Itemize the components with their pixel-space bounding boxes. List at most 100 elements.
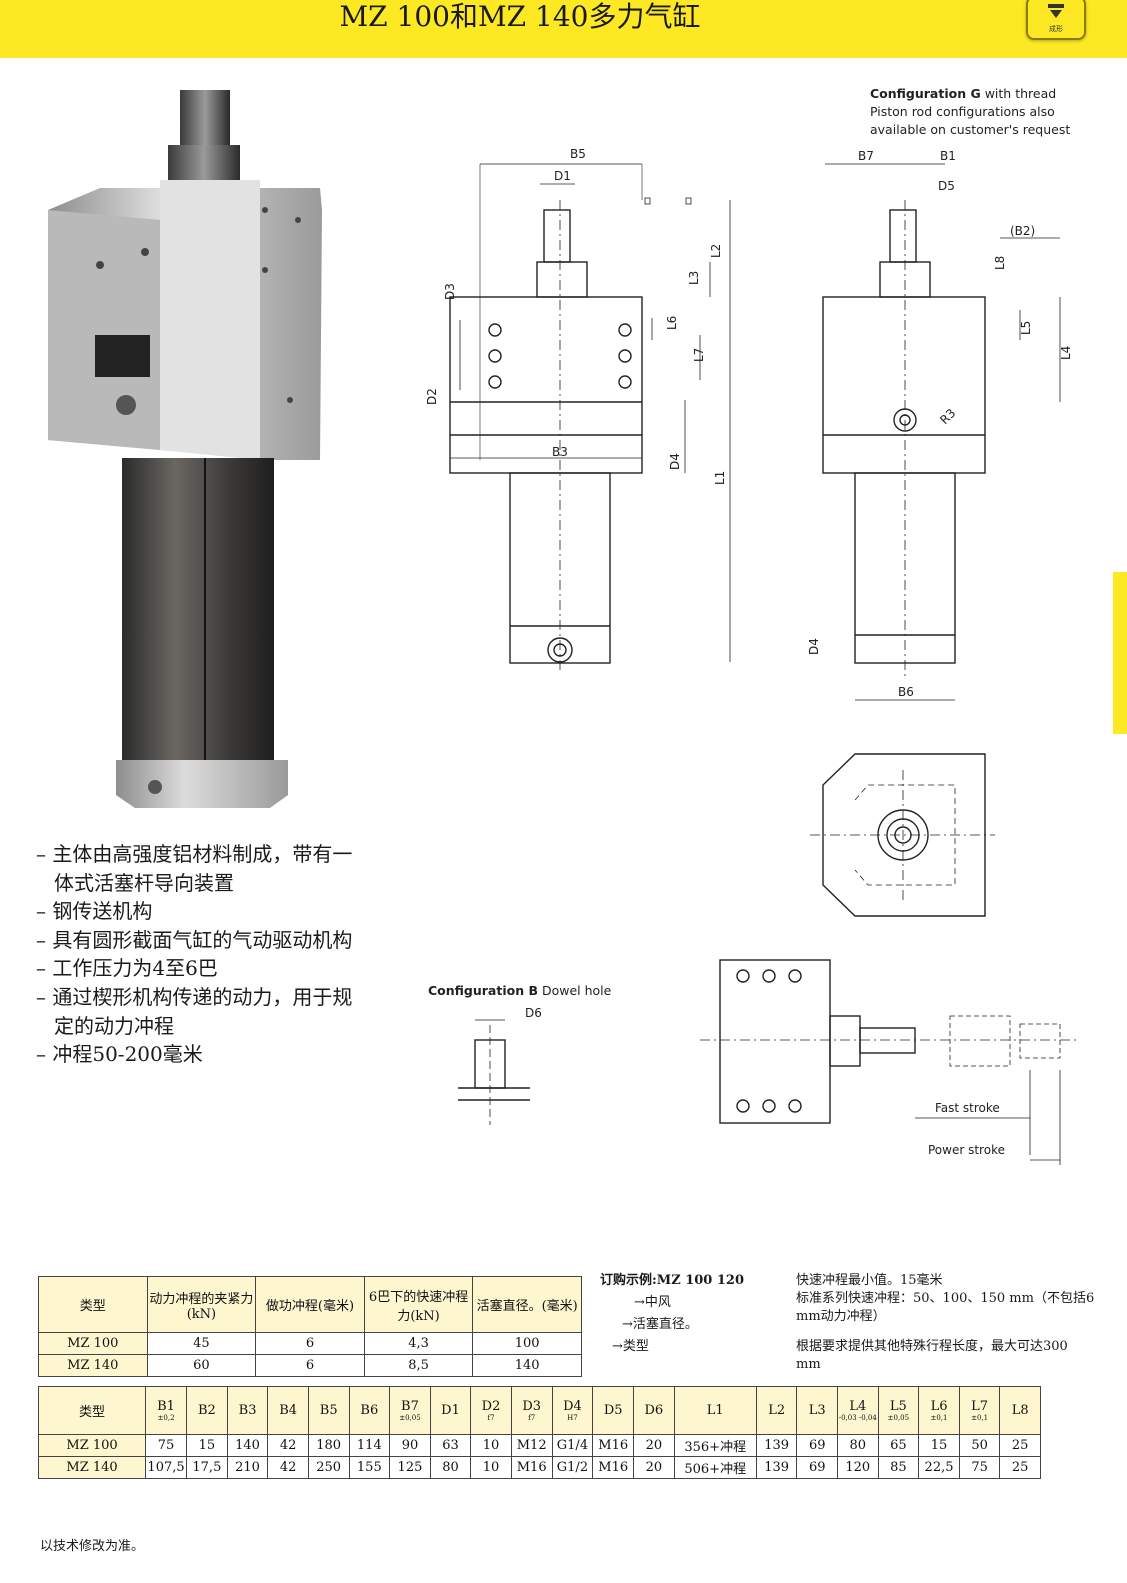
- dim-label: B1: [940, 149, 956, 163]
- product-photo: [48, 90, 322, 808]
- table-cell: 22,5: [918, 1456, 960, 1479]
- top-view: [810, 753, 995, 917]
- dim-label: D3: [443, 283, 457, 300]
- header-label: B7: [401, 1399, 419, 1414]
- header-label: B6: [360, 1403, 379, 1418]
- header-label: L8: [1011, 1403, 1029, 1418]
- order-title: 订购示例:MZ 100 120: [600, 1273, 745, 1288]
- dim-label: D5: [938, 179, 955, 193]
- dim-label: B6: [898, 685, 914, 699]
- table-header: L8: [999, 1386, 1041, 1435]
- header-label: D1: [441, 1403, 460, 1418]
- tolerance-label: -0,03 -0,04: [838, 1414, 877, 1422]
- dim-label: L3: [687, 271, 701, 285]
- tolerance-label: ±0,2: [157, 1414, 175, 1422]
- table-header: D6: [633, 1386, 675, 1435]
- table-cell: 69: [796, 1434, 838, 1457]
- table-header: 活塞直径。(毫米): [472, 1276, 582, 1333]
- dim-label: L7: [692, 348, 706, 362]
- table-row: MZ 100 45 6 4,3 100: [38, 1332, 582, 1355]
- header-label: L6: [930, 1399, 948, 1414]
- dim-label: L5: [1019, 321, 1033, 335]
- table-header: L7±0,1: [958, 1386, 1001, 1435]
- feature-item: – 主体由高强度铝材料制成，带有一体式活塞杆导向装置: [36, 842, 353, 895]
- table-cell: 50: [958, 1434, 1001, 1457]
- table-cell: 60: [146, 1354, 257, 1377]
- table-header: D1: [429, 1386, 472, 1435]
- tolerance-label: ±0,05: [887, 1414, 910, 1422]
- tolerance-label: ±0,1: [930, 1414, 948, 1422]
- table-header: B3: [226, 1386, 269, 1435]
- fast-stroke-label: Fast stroke: [935, 1101, 1000, 1115]
- table-header: 类型: [38, 1276, 148, 1333]
- dim-label: L6: [665, 316, 679, 330]
- table-header: 6巴下的快速冲程力(kN): [363, 1276, 474, 1333]
- table-header: L6±0,1: [918, 1386, 960, 1435]
- table-cell: 139: [755, 1456, 798, 1479]
- table-header: 做功冲程(毫米): [255, 1276, 365, 1333]
- table-cell: G1/2: [551, 1456, 594, 1479]
- table-cell: 25: [999, 1456, 1041, 1479]
- table-header: L2: [755, 1386, 798, 1435]
- feature-list: – 主体由高强度铝材料制成，带有一体式活塞杆导向装置 – 钢传送机构 – 具有圆…: [36, 840, 366, 1069]
- tolerance-label: H7: [567, 1414, 578, 1422]
- logo-label: 成形: [1049, 25, 1063, 33]
- table-cell: 42: [267, 1456, 309, 1479]
- table-cell: 63: [429, 1434, 472, 1457]
- note-line: 标准系列快速冲程：50、100、150 mm（不包括6 mm动力冲程）: [796, 1291, 1095, 1324]
- order-example: 订购示例:MZ 100 120 →中风 →活塞直径。 →类型: [600, 1272, 744, 1356]
- config-b-caption: Configuration B Dowel hole: [428, 982, 611, 1000]
- dim-label: B7: [858, 149, 874, 163]
- table-cell: 210: [226, 1456, 269, 1479]
- table-header: L1: [673, 1386, 757, 1435]
- table-header: D5: [592, 1386, 635, 1435]
- table-header: B2: [186, 1386, 228, 1435]
- table-cell: 75: [145, 1434, 187, 1457]
- force-table: 类型 动力冲程的夹紧力(kN) 做功冲程(毫米) 6巴下的快速冲程力(kN) 活…: [38, 1276, 582, 1377]
- config-b-rest: Dowel hole: [538, 983, 612, 998]
- header-label: B4: [279, 1403, 298, 1418]
- table-header: L4-0,03 -0,04: [836, 1386, 879, 1435]
- feature-item: – 工作压力为4至6巴: [36, 956, 218, 981]
- feature-item: – 钢传送机构: [36, 899, 153, 924]
- table-cell: 114: [348, 1434, 391, 1457]
- dim-label: D2: [425, 388, 439, 405]
- table-cell: 90: [389, 1434, 431, 1457]
- technical-drawings: B5 D1 L2 L3 D3 L6 L7 D2 B3 D4 L1 B7 B1 D…: [425, 147, 1080, 1165]
- side-view: [822, 163, 1061, 701]
- table-header: B7±0,05: [389, 1386, 431, 1435]
- config-b-title: Configuration B: [428, 983, 538, 998]
- config-g-line3: available on customer's request: [870, 122, 1071, 137]
- table-cell: 17,5: [186, 1456, 228, 1479]
- table-cell: G1/4: [551, 1434, 594, 1457]
- order-line: →类型: [612, 1339, 649, 1354]
- table-cell: M16: [592, 1434, 635, 1457]
- header-label: 类型: [79, 1405, 106, 1420]
- header-label: D2: [481, 1399, 501, 1414]
- front-view: [449, 163, 731, 670]
- table-cell: 80: [836, 1434, 879, 1457]
- table-cell: 6: [255, 1354, 365, 1377]
- dim-label: L1: [713, 471, 727, 485]
- dim-label: B5: [570, 147, 586, 161]
- table-cell: MZ 140: [38, 1354, 148, 1377]
- header-bar: MZ 100和MZ 140多力气缸 成形: [0, 0, 1127, 58]
- table-cell: 140: [472, 1354, 582, 1377]
- table-header: B5: [307, 1386, 350, 1435]
- table-cell: 45: [146, 1332, 257, 1355]
- table-cell: 100: [472, 1332, 582, 1355]
- feature-item: – 冲程50-200毫米: [36, 1042, 203, 1067]
- dim-label: D6: [525, 1006, 542, 1020]
- side-tab-marker: [1113, 572, 1127, 734]
- notes: 快速冲程最小值。15毫米 标准系列快速冲程：50、100、150 mm（不包括6…: [796, 1272, 1096, 1374]
- table-cell: MZ 100: [37, 1434, 147, 1457]
- table-header: B6: [348, 1386, 391, 1435]
- dim-label: L4: [1059, 346, 1073, 360]
- table-cell: 155: [348, 1456, 391, 1479]
- header-label: L2: [768, 1403, 786, 1418]
- table-cell: 20: [633, 1456, 675, 1479]
